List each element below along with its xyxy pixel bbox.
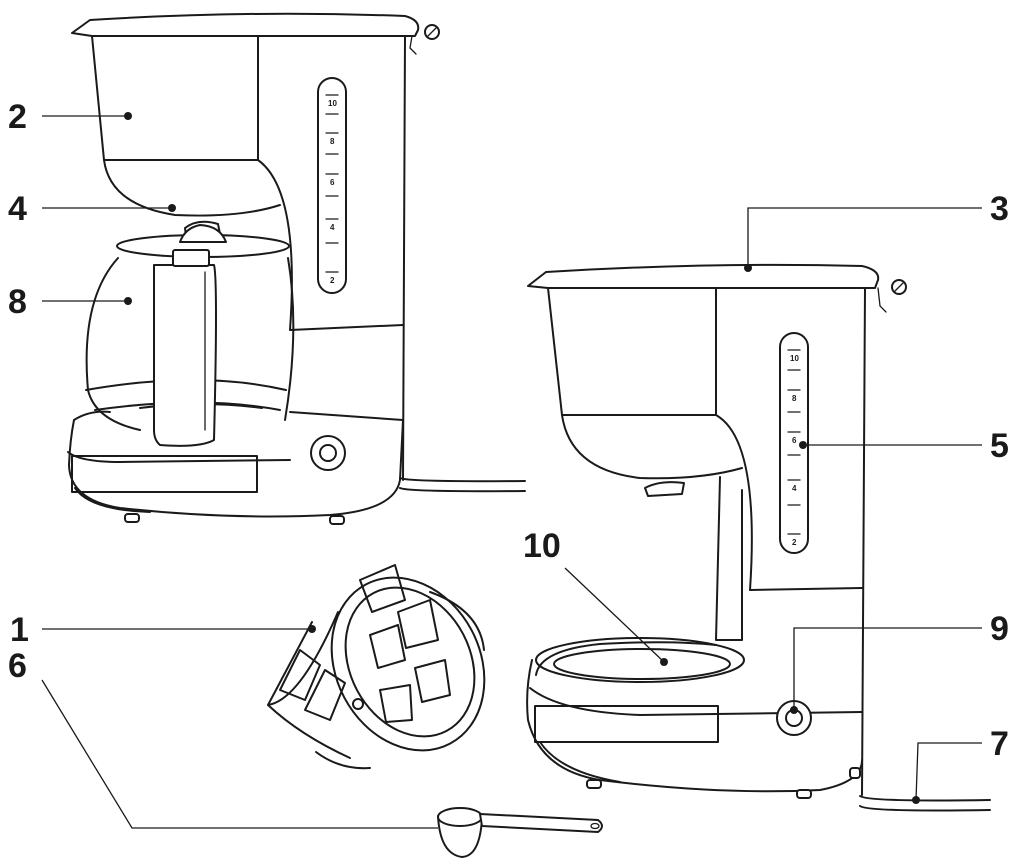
gauge-mark-6-right: 6 (792, 436, 797, 445)
callout-2: 2 (8, 98, 27, 136)
power-cord-left (399, 477, 526, 483)
callout-3: 3 (990, 190, 1009, 228)
warming-plate (535, 637, 745, 683)
gauge-mark-10-left: 10 (328, 99, 337, 108)
water-window-right (779, 332, 809, 554)
power-switch-left (310, 435, 346, 471)
gauge-mark-4-left: 4 (330, 223, 335, 232)
gauge-mark-8-right: 8 (792, 394, 797, 403)
base-left (68, 419, 404, 518)
callout-9: 9 (990, 610, 1009, 648)
water-gauge-right: 10 8 6 4 2 (787, 349, 801, 547)
lid-right (527, 263, 880, 289)
callout-10: 10 (523, 527, 561, 565)
callout-1: 1 (10, 611, 29, 649)
gauge-mark-8-left: 8 (330, 137, 335, 146)
measuring-scoop (437, 807, 603, 858)
gauge-mark-4-right: 4 (792, 484, 797, 493)
gauge-mark-2-right: 2 (792, 538, 797, 547)
water-window-left (317, 77, 347, 294)
callout-4: 4 (8, 190, 27, 228)
gauge-mark-2-left: 2 (330, 276, 335, 285)
filter-basket (267, 564, 486, 770)
callout-5: 5 (990, 427, 1009, 465)
callout-8: 8 (8, 283, 27, 321)
callout-6: 6 (8, 647, 27, 685)
carafe (85, 224, 295, 447)
power-cord-right (859, 795, 991, 802)
filter-holder-left (103, 159, 281, 217)
callout-labels: 2 4 8 3 5 1 6 9 7 10 (8, 98, 1009, 763)
carafe-handle (153, 264, 217, 447)
water-gauge-left: 10 8 6 4 2 (325, 94, 339, 285)
coffee-maker-open: 10 8 6 4 2 (526, 263, 991, 812)
gauge-mark-6-left: 6 (330, 178, 335, 187)
gauge-mark-10-right: 10 (790, 354, 799, 363)
coffee-maker-assembled: 10 8 6 4 2 (67, 12, 526, 525)
tower-body-left (402, 35, 406, 481)
callout-7: 7 (990, 725, 1009, 763)
callout-leaders (41, 112, 982, 829)
lid-left (71, 12, 420, 37)
filter-holder-right (561, 414, 743, 480)
